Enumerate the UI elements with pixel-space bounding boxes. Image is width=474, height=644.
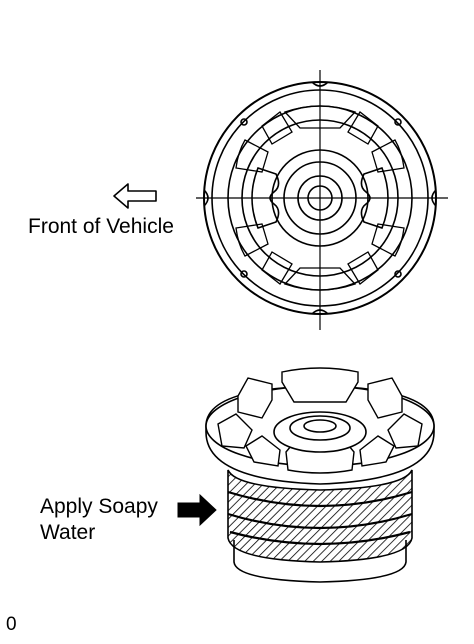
corner-mark: 0 <box>6 614 17 635</box>
apply-soapy-line1: Apply Soapy <box>40 495 158 518</box>
solid-right-arrow-icon <box>177 493 217 527</box>
apply-soapy-line2: Water <box>40 521 96 544</box>
perspective-bushing <box>205 367 435 583</box>
front-of-vehicle-label: Front of Vehicle <box>28 215 174 238</box>
hollow-left-arrow-icon <box>113 183 157 209</box>
apply-soapy-water-label: Apply Soapy Water <box>40 494 158 546</box>
top-view-bushing <box>196 70 448 330</box>
